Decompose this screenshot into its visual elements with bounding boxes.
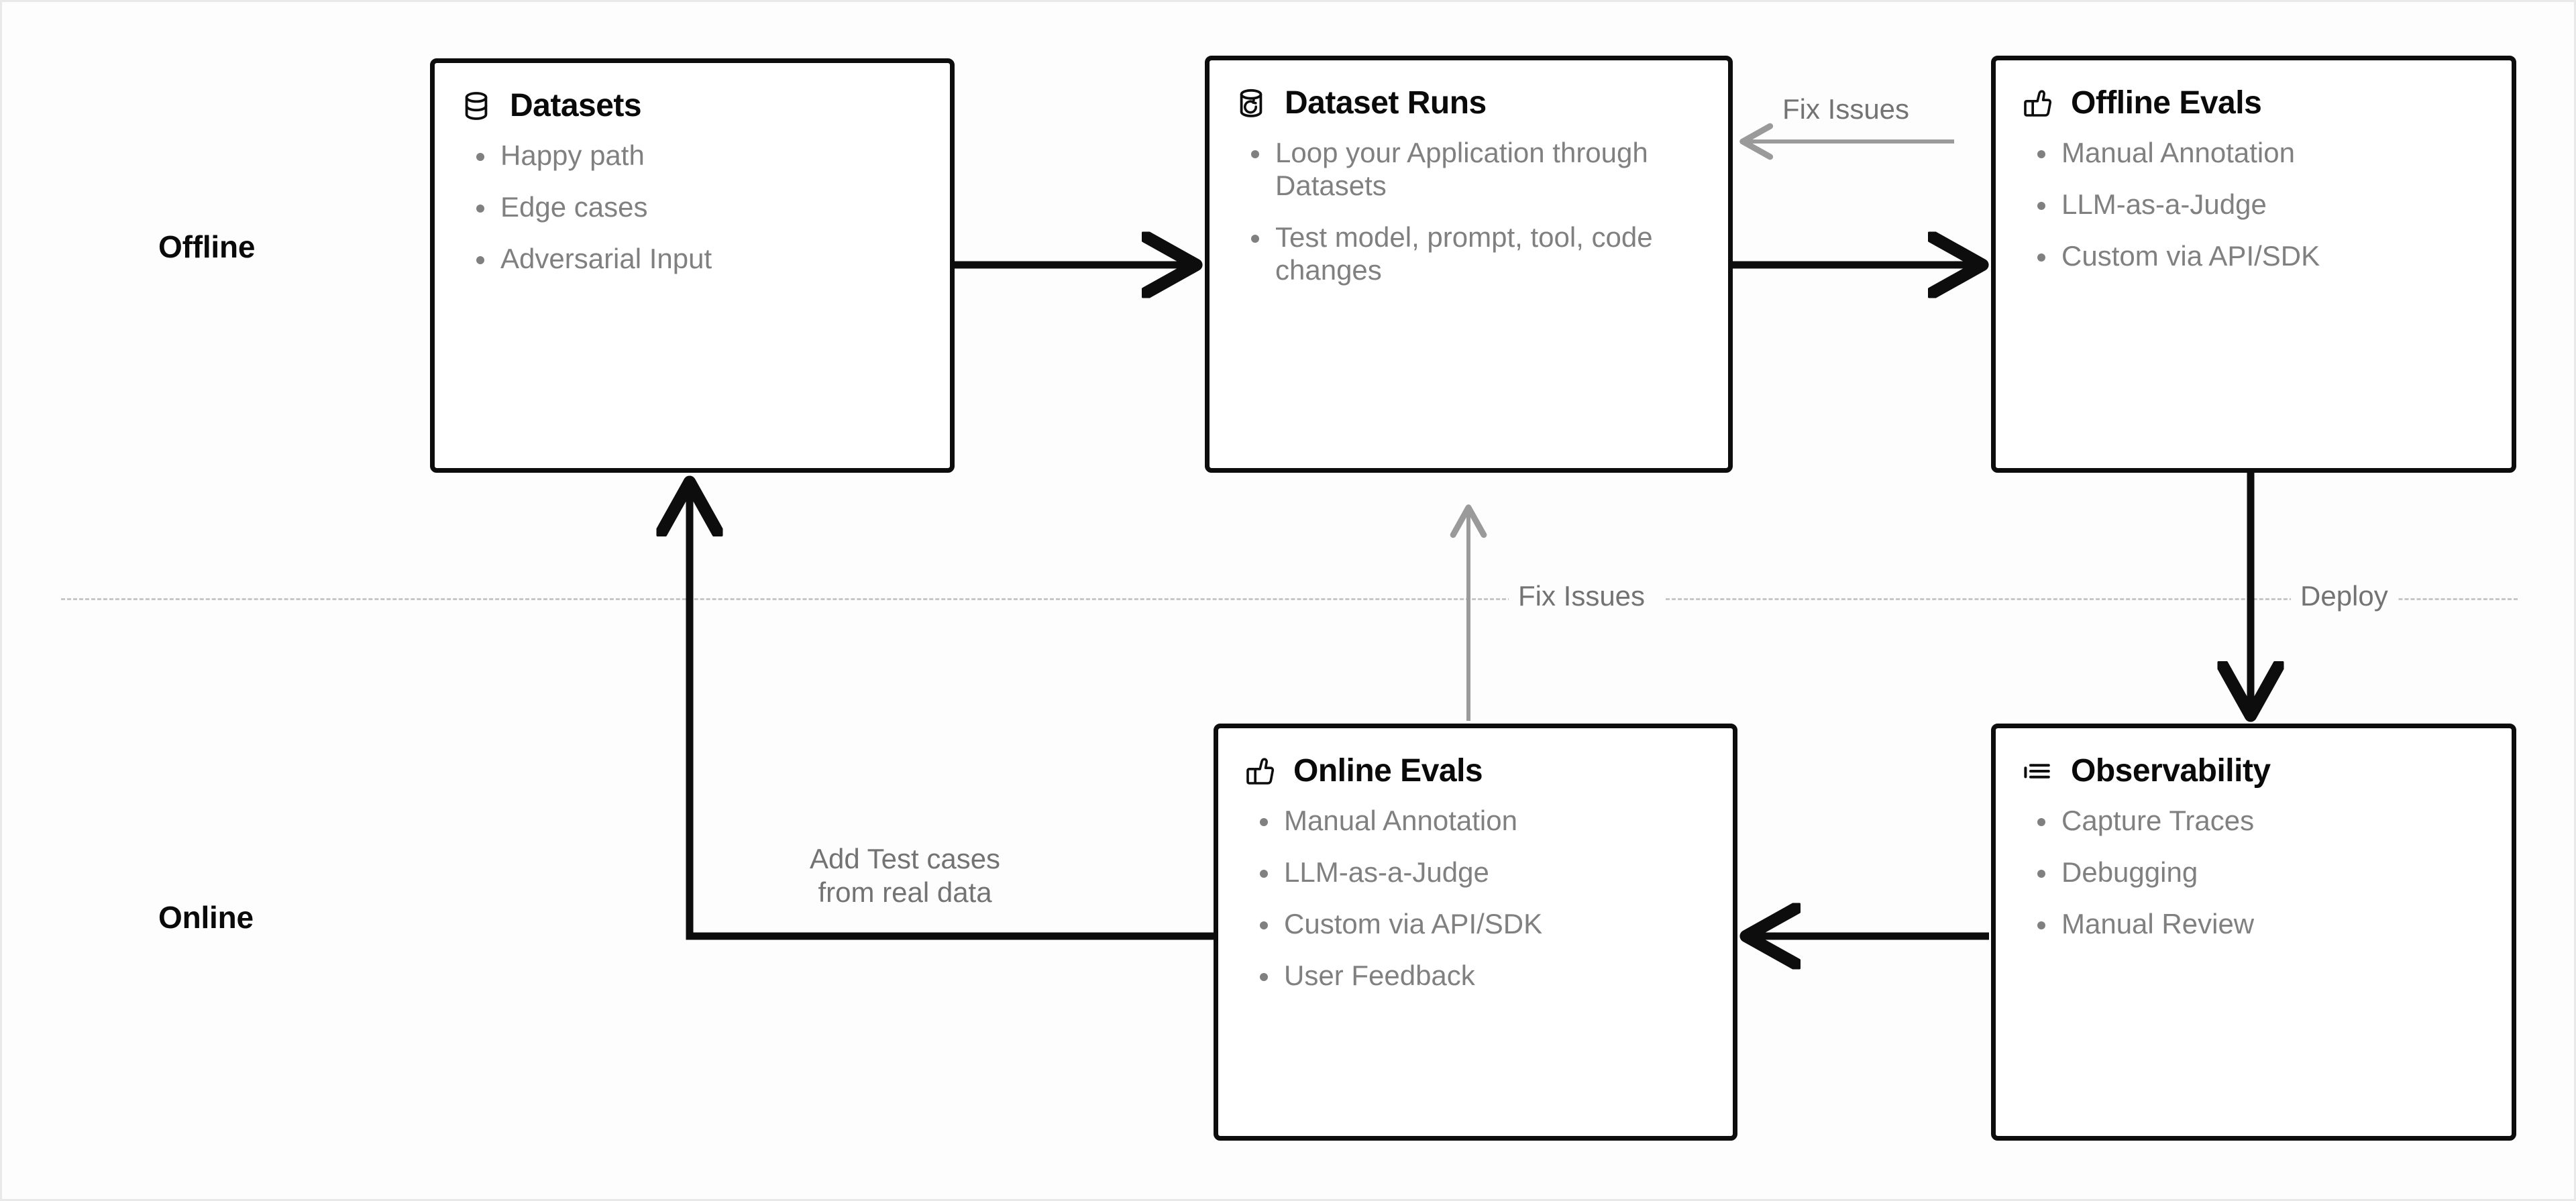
node-datasets-title: Datasets xyxy=(510,88,642,123)
node-dataset-runs-title: Dataset Runs xyxy=(1285,85,1487,121)
section-label-online: Online xyxy=(158,900,254,935)
database-icon xyxy=(465,91,488,120)
bullet-item: Debugging xyxy=(2033,856,2486,889)
database-refresh-icon xyxy=(1240,89,1263,117)
bullet-item: Capture Traces xyxy=(2033,804,2486,837)
node-observability[interactable]: Observability Capture Traces Debugging M… xyxy=(1991,724,2516,1141)
node-offline-evals-header: Offline Evals xyxy=(2021,84,2486,121)
bullet-item: Adversarial Input xyxy=(472,242,924,275)
section-label-offline: Offline xyxy=(158,229,256,264)
node-offline-evals-bullets: Manual Annotation LLM-as-a-Judge Custom … xyxy=(2021,136,2486,272)
list-tree-icon xyxy=(2024,763,2050,779)
bullet-item: User Feedback xyxy=(1256,959,1707,992)
node-offline-evals-title: Offline Evals xyxy=(2071,85,2262,121)
offline-online-divider-right xyxy=(1666,598,2518,600)
edge-label-add-test-cases-line2: from real data xyxy=(818,876,992,908)
bullet-item: Edge cases xyxy=(472,190,924,223)
node-datasets-header: Datasets xyxy=(460,87,924,124)
offline-online-divider-left xyxy=(61,598,1518,600)
node-online-evals-bullets: Manual Annotation LLM-as-a-Judge Custom … xyxy=(1244,804,1707,992)
bullet-item: LLM-as-a-Judge xyxy=(1256,856,1707,889)
divider-label-fix-issues: Fix Issues xyxy=(1509,580,1655,612)
bullet-item: Manual Annotation xyxy=(1256,804,1707,837)
thumbs-up-icon xyxy=(2024,89,2052,117)
bullet-item: Manual Annotation xyxy=(2033,136,2486,169)
edge-label-add-test-cases-line1: Add Test cases xyxy=(810,843,1001,874)
node-online-evals-title: Online Evals xyxy=(1293,753,1483,789)
thumbs-up-icon xyxy=(1246,757,1275,785)
bullet-item: Happy path xyxy=(472,139,924,172)
bullet-item: Test model, prompt, tool, code changes xyxy=(1247,221,1703,286)
edge-label-fix-issues-top: Fix Issues xyxy=(1782,93,1910,125)
divider-label-deploy: Deploy xyxy=(2291,580,2398,612)
node-offline-evals[interactable]: Offline Evals Manual Annotation LLM-as-a… xyxy=(1991,56,2516,473)
node-observability-bullets: Capture Traces Debugging Manual Review xyxy=(2021,804,2486,940)
node-online-evals-header: Online Evals xyxy=(1244,752,1707,789)
node-observability-title: Observability xyxy=(2071,753,2271,789)
edge-label-add-test-cases: Add Test cases from real data xyxy=(810,842,1000,909)
bullet-item: Custom via API/SDK xyxy=(1256,907,1707,940)
node-dataset-runs-bullets: Loop your Application through Datasets T… xyxy=(1235,136,1703,287)
node-dataset-runs-header: Dataset Runs xyxy=(1235,84,1703,121)
node-observability-header: Observability xyxy=(2021,752,2486,789)
node-dataset-runs[interactable]: Dataset Runs Loop your Application throu… xyxy=(1205,56,1733,473)
bullet-item: Custom via API/SDK xyxy=(2033,239,2486,272)
bullet-item: Loop your Application through Datasets xyxy=(1247,136,1703,202)
bullet-item: LLM-as-a-Judge xyxy=(2033,188,2486,221)
node-online-evals[interactable]: Online Evals Manual Annotation LLM-as-a-… xyxy=(1214,724,1737,1141)
bullet-item: Manual Review xyxy=(2033,907,2486,940)
node-datasets-bullets: Happy path Edge cases Adversarial Input xyxy=(460,139,924,275)
node-datasets[interactable]: Datasets Happy path Edge cases Adversari… xyxy=(430,58,955,473)
